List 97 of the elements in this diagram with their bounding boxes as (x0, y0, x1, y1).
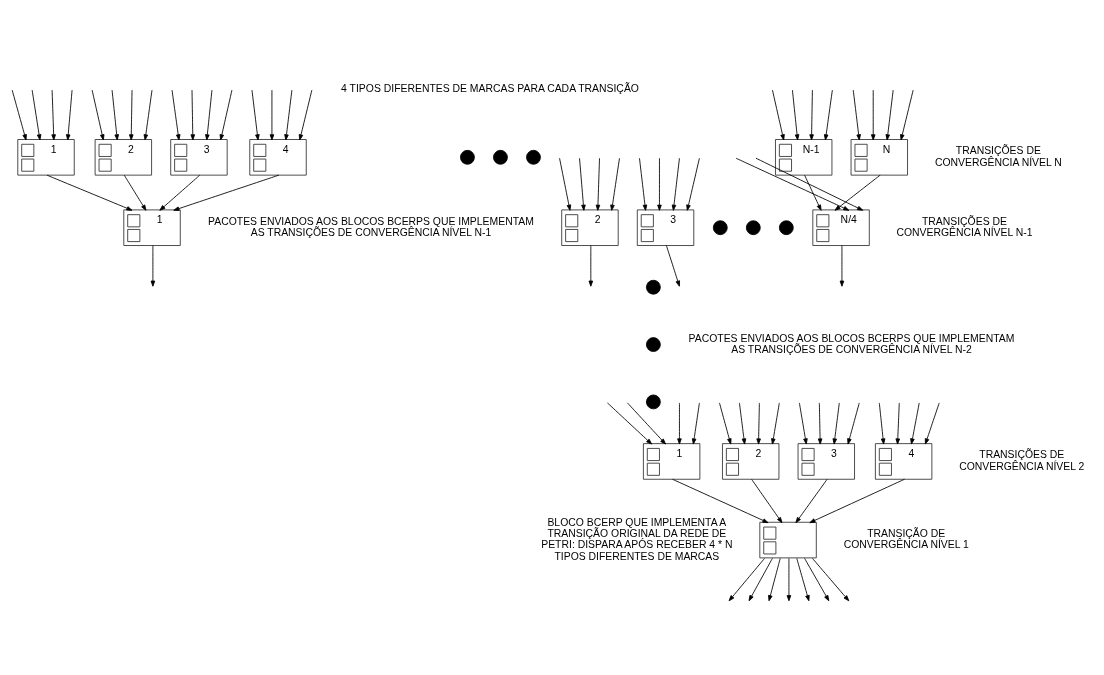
arrow (792, 89, 800, 141)
arrow (666, 245, 680, 287)
arrow (817, 402, 823, 445)
node-box (759, 521, 817, 559)
arrow (171, 89, 181, 141)
arrow (91, 89, 105, 141)
node-box: 2 (94, 139, 153, 176)
arrow (834, 174, 881, 211)
arrow (748, 557, 773, 602)
node-circle (745, 220, 761, 236)
arrow (559, 157, 572, 211)
arrow (798, 402, 808, 445)
arrow (65, 89, 73, 141)
arrow (173, 174, 280, 211)
arrow (251, 89, 260, 141)
arrow (895, 402, 901, 445)
node-label: TRANSIÇÃO DE CONVERGÊNCIA NÍVEL 1 (843, 528, 969, 551)
label: 4 TIPOS DIFERENTES DE MARCAS PARA CADA TRANSIÇÃO (341, 82, 639, 94)
arrow (852, 89, 861, 141)
arrow (269, 89, 275, 141)
arrow (51, 89, 56, 141)
arrow (143, 89, 153, 141)
arrow (735, 157, 850, 211)
node-box: 1 (17, 139, 75, 176)
arrow (809, 478, 905, 524)
arrow (809, 89, 814, 141)
label: PACOTES ENVIADOS AOS BLOCOS BCERPS QUE IMPLEMENTAM AS TRANSIÇÕES DE CONVERGÊNCIA NÍVEL N-2 (688, 332, 1015, 355)
arrow (786, 557, 792, 602)
arrow (657, 157, 662, 211)
node-box: 3 (797, 443, 855, 480)
node-circle (460, 149, 475, 165)
arrow (691, 402, 700, 445)
arrow (579, 157, 586, 211)
arrow (804, 174, 822, 211)
node-circle (712, 220, 728, 236)
arrow (900, 89, 914, 141)
arrow (607, 402, 653, 445)
arrow (46, 174, 133, 211)
arrow (298, 89, 313, 141)
arrow (11, 89, 27, 141)
arrow (588, 245, 594, 287)
node-box: N (850, 139, 908, 176)
arrow (768, 557, 781, 602)
arrow (847, 402, 860, 445)
arrow (756, 402, 761, 445)
node-circle (778, 220, 794, 236)
node-circle (646, 337, 661, 352)
arrow (832, 402, 840, 445)
arrow (219, 89, 233, 141)
arrow (111, 89, 119, 141)
arrow (771, 402, 780, 445)
node-box: 1 (642, 443, 701, 480)
arrow (205, 89, 213, 141)
arrow (878, 402, 886, 445)
arrow (123, 174, 147, 211)
arrow (719, 402, 732, 445)
arrow (159, 174, 201, 211)
node-box: 3 (170, 139, 228, 176)
node-circle (646, 279, 661, 295)
node-label: TRANSIÇÕES DE CONVERGÊNCIA NÍVEL N (934, 145, 1062, 168)
arrow (190, 89, 196, 141)
arrow (811, 557, 850, 602)
arrow (870, 89, 876, 141)
arrow (639, 157, 648, 211)
arrow (686, 157, 700, 211)
node-circle (646, 394, 661, 410)
arrow (150, 245, 156, 287)
arrow (839, 245, 845, 287)
arrow (677, 402, 682, 445)
arrow (728, 557, 766, 602)
arrow (804, 557, 830, 602)
label: PACOTES ENVIADOS AOS BLOCOS BCERPS QUE IMPLEMENTAM AS TRANSIÇÕES DE CONVERGÊNCIA NÍVEL N-1 (208, 215, 534, 239)
node-label: TRANSIÇÕES DE CONVERGÊNCIA NÍVEL 2 (959, 449, 1085, 472)
node-box: 4 (249, 139, 307, 176)
arrow (795, 478, 828, 524)
arrow (739, 402, 747, 445)
arrow (610, 157, 620, 211)
arrow (772, 89, 785, 141)
arrow (796, 557, 810, 602)
arrow (31, 89, 42, 141)
arrow (284, 89, 293, 141)
arrow (823, 89, 833, 141)
arrow (129, 89, 134, 141)
arrow (755, 157, 864, 211)
arrow (751, 478, 783, 524)
node-circle (526, 149, 541, 165)
arrow (627, 402, 666, 445)
node-label: TRANSIÇÕES DE CONVERGÊNCIA NÍVEL N-1 (896, 215, 1033, 239)
arrow (885, 89, 894, 141)
arrow (671, 157, 680, 211)
label: BLOCO BCERP QUE IMPLEMENTA A TRANSIÇÃO ORIGINAL DA REDE DE PETRI: DISPARA APÓS RECEBER 4 * N TIPOS DIFERENTES DE MARCAS (541, 516, 733, 562)
arrow (672, 478, 769, 524)
node-circle (493, 149, 508, 165)
arrow (910, 402, 920, 445)
arrow (924, 402, 940, 445)
node-box: 4 (874, 443, 933, 480)
arrow (595, 157, 601, 211)
